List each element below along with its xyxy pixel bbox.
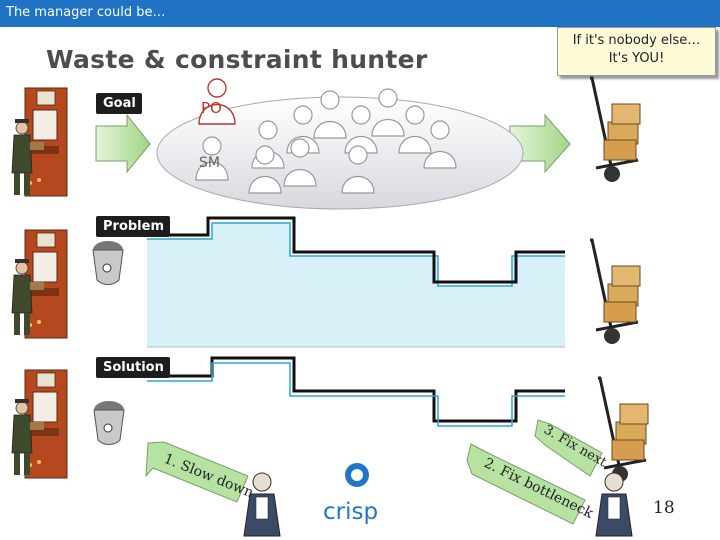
goal-arrow-left [95,113,151,174]
crisp-logo: crisp [323,463,378,525]
step3-arrow [534,419,603,477]
step2-arrow [466,443,586,525]
boss-figure-right [595,472,633,537]
po-person [198,78,236,125]
svg-text:crisp: crisp [323,499,378,525]
sm-person [195,136,229,181]
problem-water-surface [147,222,565,287]
sm-label: SM [199,155,220,171]
team-oval [156,96,524,210]
vending-man-solution [11,369,125,479]
trolley-problem [588,238,642,346]
boss-figure-left [243,472,281,537]
vending-man-problem [11,229,124,339]
trolley-solution [596,376,650,484]
problem-water [147,223,565,347]
slide-title: Waste & constraint hunter [46,45,428,74]
trolley-goal [588,76,642,184]
vending-man-goal [11,87,68,197]
callout-line2: It's YOU! [608,51,665,66]
problem-tag: Problem [96,216,170,237]
goal-tag: Goal [96,93,142,114]
solution-tag: Solution [96,357,170,378]
solution-water-surface [147,362,565,427]
problem-pipe [147,216,565,284]
page-number: 18 [653,498,675,518]
solution-pipe [147,356,565,423]
header-text: The manager could be… [6,5,166,20]
header-bar: The manager could be… [0,0,720,27]
step1-arrow [145,441,249,503]
callout-box: If it's nobody else… It's YOU! [557,27,716,76]
callout-line1: If it's nobody else… [572,33,701,48]
po-label: PO [201,99,222,117]
